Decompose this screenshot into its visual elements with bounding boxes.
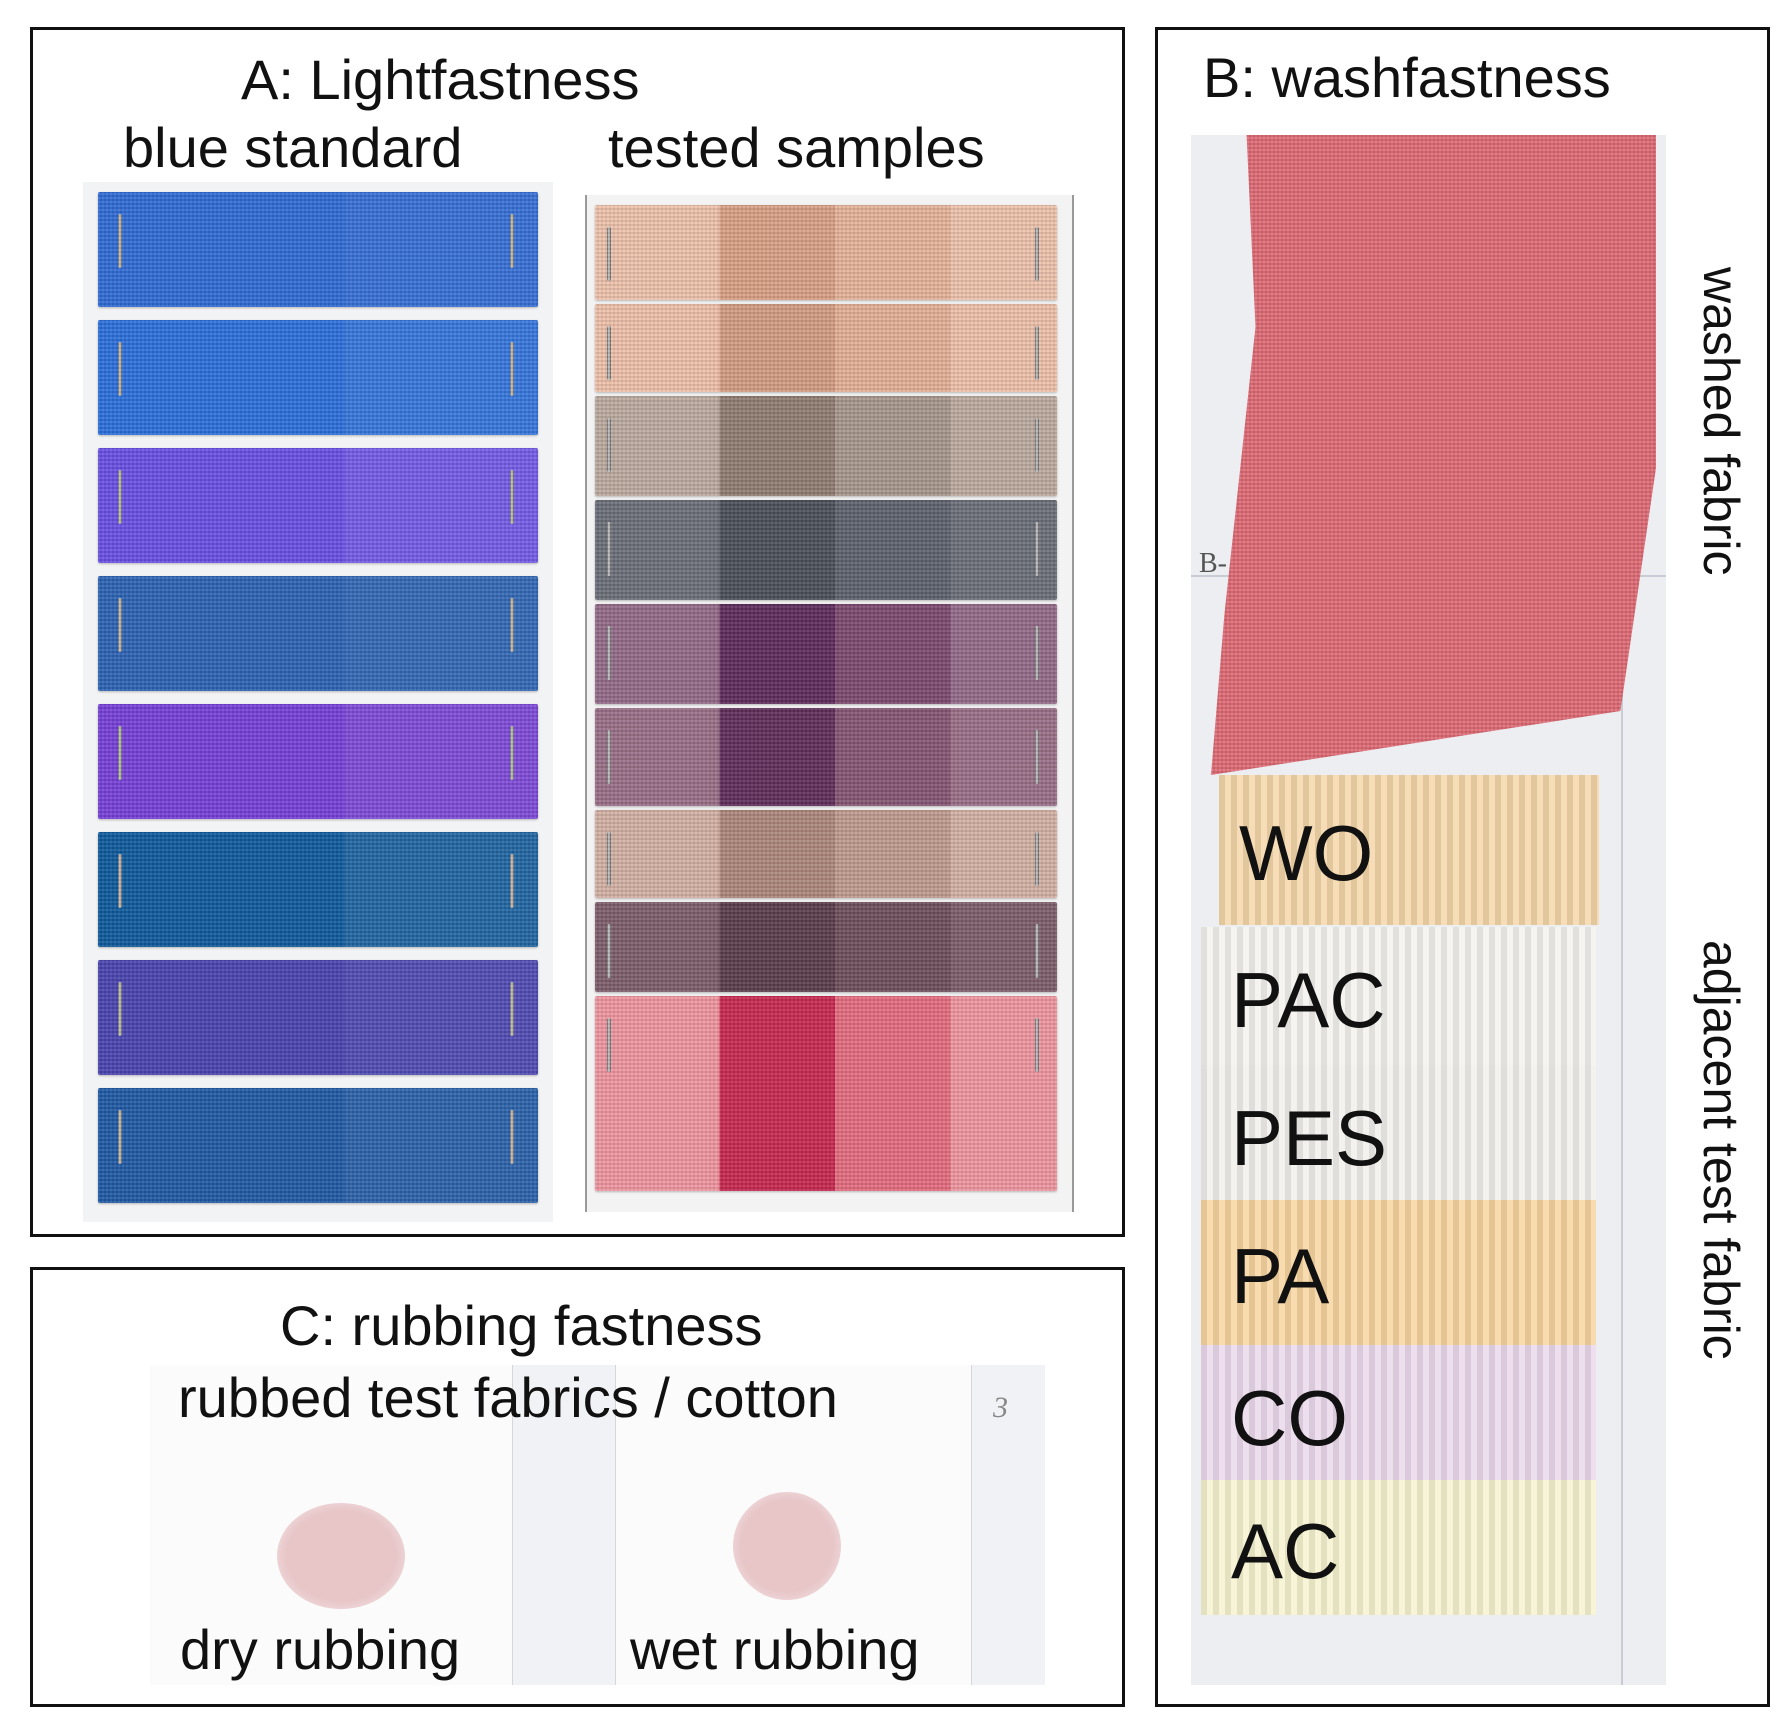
blue-standard-strip (98, 832, 538, 947)
blue-standard-label: blue standard (123, 116, 463, 179)
tested-samples-card (585, 195, 1074, 1212)
rubbing-test-sheet: 3 (150, 1365, 1045, 1685)
staple (510, 214, 514, 268)
test-fabric-label: AC (1231, 1507, 1340, 1595)
staple (510, 598, 514, 652)
staple (607, 924, 611, 978)
staple (118, 470, 122, 524)
wet-rubbing-label: wet rubbing (630, 1618, 920, 1681)
staple (1035, 832, 1039, 886)
staple (1035, 1018, 1039, 1072)
staple (118, 854, 122, 908)
test-fabric-pa: PA (1201, 1200, 1596, 1345)
exposed-zone (344, 576, 538, 691)
blue-standard-card (83, 182, 553, 1222)
staple (510, 470, 514, 524)
staple (1035, 626, 1039, 680)
rubbing-subtitle: rubbed test fabrics / cotton (178, 1366, 838, 1429)
blue-standard-strip (98, 960, 538, 1075)
staple (1035, 326, 1039, 380)
test-fabric-wo: WO (1219, 775, 1599, 925)
washed-fabric-label: washed fabric (1693, 267, 1749, 576)
staple (607, 227, 611, 281)
test-fabric-label: PAC (1231, 956, 1386, 1044)
blue-standard-strip (98, 1088, 538, 1203)
staple (1035, 522, 1039, 576)
sheet-mark: B- (1199, 548, 1227, 579)
panel-b-title: B: washfastness (1203, 46, 1611, 109)
exposed-zone (344, 704, 538, 819)
tested-sample-strip (595, 996, 1057, 1191)
tested-sample-strip (595, 902, 1057, 992)
blue-standard-strip (98, 448, 538, 563)
panel-lightfastness: A: Lightfastness blue standard tested sa… (30, 27, 1125, 1237)
staple (510, 854, 514, 908)
staple (1035, 730, 1039, 784)
exposed-zone (344, 832, 538, 947)
panel-washfastness: B: washfastness B- WO PAC PES PA CO AC washed… (1155, 27, 1770, 1707)
dry-rubbing-label: dry rubbing (180, 1618, 461, 1681)
blue-standard-strip (98, 576, 538, 691)
test-fabric-label: PES (1231, 1094, 1388, 1182)
staple (118, 342, 122, 396)
wet-rubbing-stain (733, 1492, 841, 1600)
staple (118, 726, 122, 780)
staple (607, 418, 611, 472)
test-fabric-co: CO (1201, 1345, 1596, 1485)
blue-standard-strip (98, 704, 538, 819)
panel-a-title: A: Lightfastness (241, 48, 640, 111)
exposed-zone (344, 1088, 538, 1203)
staple (118, 214, 122, 268)
exposed-zone (344, 192, 538, 307)
staple (118, 982, 122, 1036)
tested-sample-strip (595, 708, 1057, 806)
staple (118, 1110, 122, 1164)
dry-rubbing-stain (277, 1503, 405, 1609)
staple (510, 1110, 514, 1164)
staple (1035, 227, 1039, 281)
test-fabric-pes: PES (1201, 1065, 1596, 1205)
test-fabric-label: WO (1239, 809, 1374, 897)
staple (510, 982, 514, 1036)
sheet-rule-line-vertical (1621, 575, 1623, 1685)
exposed-zone (344, 320, 538, 435)
adjacent-test-fabric-label: adjacent test fabric (1693, 940, 1749, 1360)
test-fabric-pac: PAC (1201, 927, 1596, 1067)
staple (1035, 418, 1039, 472)
tested-sample-strip (595, 205, 1057, 300)
test-fabric-label: PA (1231, 1232, 1330, 1320)
staple (607, 626, 611, 680)
staple (607, 522, 611, 576)
test-fabric-label: CO (1231, 1374, 1348, 1462)
panel-c-title: C: rubbing fastness (280, 1294, 763, 1357)
exposed-zone (344, 960, 538, 1075)
tested-sample-strip (595, 810, 1057, 898)
tested-sample-strip (595, 396, 1057, 496)
staple (607, 1018, 611, 1072)
test-fabric-ac: AC (1201, 1480, 1596, 1615)
blue-standard-strip (98, 192, 538, 307)
washfastness-sheet: B- WO PAC PES PA CO AC (1191, 135, 1666, 1685)
staple (607, 326, 611, 380)
sheet-corner-mark: 3 (993, 1391, 1008, 1424)
exposed-zone (344, 448, 538, 563)
panel-rubbing-fastness: C: rubbing fastness 3 rubbed test fabric… (30, 1267, 1125, 1707)
staple (607, 832, 611, 886)
washed-fabric-swatch (1211, 135, 1656, 775)
staple (510, 342, 514, 396)
blue-standard-strip (98, 320, 538, 435)
tested-samples-label: tested samples (608, 116, 985, 179)
staple (1035, 924, 1039, 978)
staple (510, 726, 514, 780)
staple (118, 598, 122, 652)
tested-sample-strip (595, 500, 1057, 600)
tested-sample-strip (595, 604, 1057, 704)
tested-sample-strip (595, 304, 1057, 392)
staple (607, 730, 611, 784)
